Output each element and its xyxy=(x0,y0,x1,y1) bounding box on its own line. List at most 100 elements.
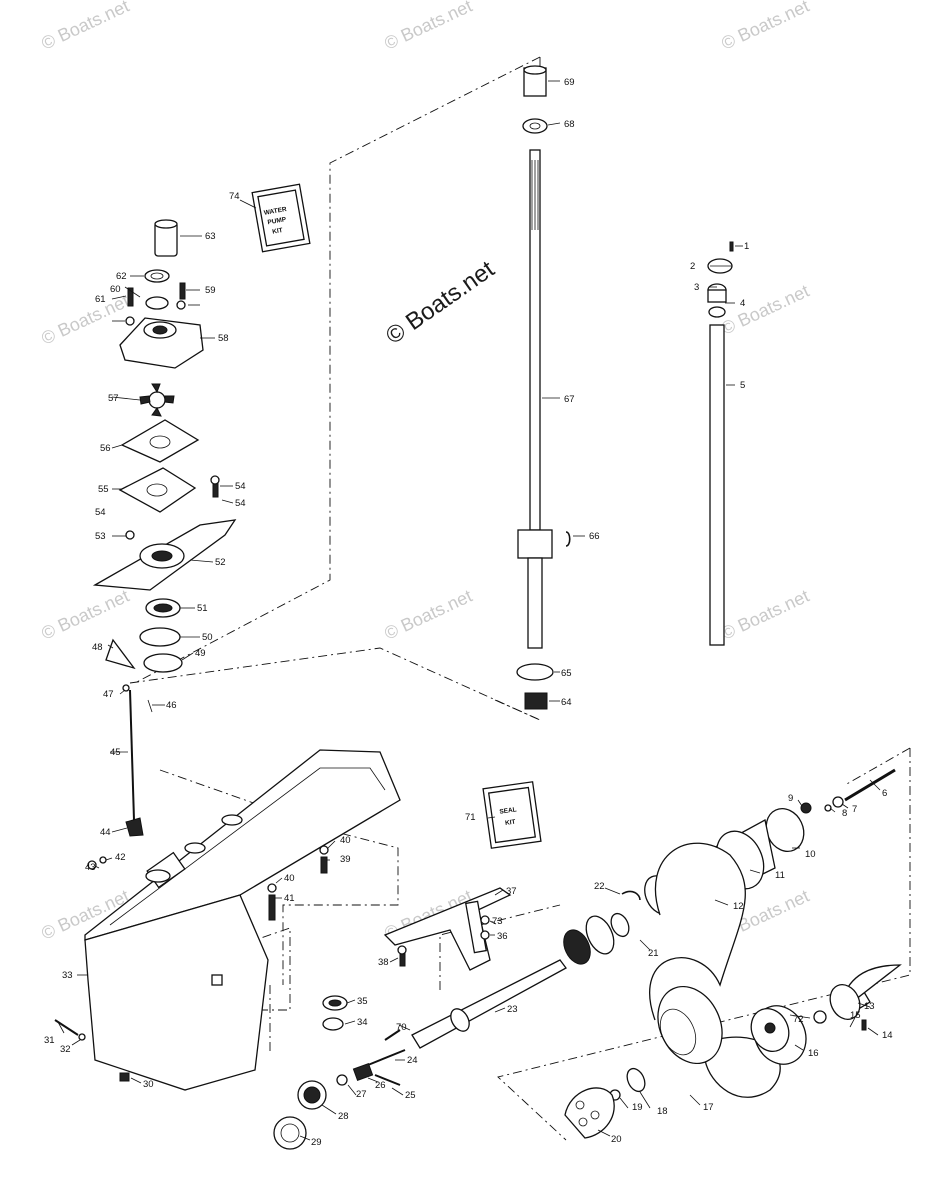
callout-number: 62 xyxy=(116,271,127,282)
kit-label: PUMP xyxy=(267,216,287,226)
callout-number: 27 xyxy=(356,1089,367,1100)
callout-number: 25 xyxy=(405,1090,416,1101)
callout-number: 37 xyxy=(506,886,517,897)
callout-number: 53 xyxy=(95,531,106,542)
callout-number: 58 xyxy=(218,333,229,344)
gear-housing xyxy=(54,749,401,1091)
callout-number: 16 xyxy=(808,1048,819,1059)
impeller xyxy=(139,383,175,417)
callout-number: 60 xyxy=(110,284,121,295)
watermark-center: © Boats.net xyxy=(381,255,500,349)
propeller xyxy=(649,842,781,1098)
callout-number: 33 xyxy=(62,970,73,981)
callout-number: 34 xyxy=(357,1017,368,1028)
callout-number: 29 xyxy=(311,1137,322,1148)
callout-number: 5 xyxy=(740,380,745,391)
callout-number: 7 xyxy=(852,804,857,815)
drive-shaft-parts xyxy=(516,65,571,710)
callout-number: 54 xyxy=(235,498,246,509)
callout-number: 73 xyxy=(492,916,503,927)
callout-number: 26 xyxy=(375,1080,386,1091)
callout-number: 71 xyxy=(465,812,476,823)
watermark: © Boats.net xyxy=(381,586,475,644)
callout-number: 46 xyxy=(166,700,177,711)
kit-label: KIT xyxy=(505,819,516,827)
callout-number: 64 xyxy=(561,697,572,708)
watermark: © Boats.net xyxy=(718,0,812,54)
watermark: © Boats.net xyxy=(718,586,812,644)
middle-parts xyxy=(267,845,567,1150)
callout-number: 21 xyxy=(648,948,659,959)
callout-number: 63 xyxy=(205,231,216,242)
seal-kit: SEAL KIT xyxy=(482,781,542,849)
callout-number: 1 xyxy=(744,241,749,252)
callout-number: 72 xyxy=(793,1014,804,1025)
callout-number: 65 xyxy=(561,668,572,679)
callout-number: 12 xyxy=(733,901,744,912)
callout-number: 51 xyxy=(197,603,208,614)
callout-number: 57 xyxy=(108,393,119,404)
callout-number: 3 xyxy=(694,282,699,293)
leader-lines xyxy=(57,80,881,1141)
callout-number: 17 xyxy=(703,1102,714,1113)
callout-number: 19 xyxy=(632,1102,643,1113)
propeller-parts xyxy=(563,768,902,1139)
callout-number: 8 xyxy=(842,808,847,819)
callout-number: 55 xyxy=(98,484,109,495)
water-pump-parts xyxy=(87,219,237,870)
callout-number: 15 xyxy=(850,1010,861,1021)
kit-label: SEAL xyxy=(499,806,517,815)
callout-number: 50 xyxy=(202,632,213,643)
callout-number: 47 xyxy=(103,689,114,700)
callout-number: 74 xyxy=(229,191,240,202)
callout-number: 31 xyxy=(44,1035,55,1046)
callout-number: 6 xyxy=(882,788,887,799)
callout-number: 48 xyxy=(92,642,103,653)
callout-number: 28 xyxy=(338,1111,349,1122)
callout-number: 2 xyxy=(690,261,695,272)
callout-labels: 1234567891011121314151617181920212223242… xyxy=(44,77,893,1148)
watermark: © Boats.net xyxy=(38,291,132,349)
callout-number: 66 xyxy=(589,531,600,542)
kit-label: KIT xyxy=(272,227,284,236)
water-pump-kit: WATER PUMP KIT xyxy=(251,183,311,253)
callout-number: 24 xyxy=(407,1055,418,1066)
callout-number: 14 xyxy=(882,1030,893,1041)
callout-number: 54 xyxy=(95,507,106,518)
callout-number: 10 xyxy=(805,849,816,860)
watermark: © Boats.net xyxy=(38,586,132,644)
callout-number: 36 xyxy=(497,931,508,942)
callout-number: 22 xyxy=(594,881,605,892)
callout-number: 35 xyxy=(357,996,368,1007)
callout-number: 40 xyxy=(284,873,295,884)
callout-number: 30 xyxy=(143,1079,154,1090)
callout-number: 13 xyxy=(864,1001,875,1012)
watermark: © Boats.net xyxy=(381,0,475,54)
callout-number: 9 xyxy=(788,793,793,804)
kit-label: WATER xyxy=(263,206,287,217)
callout-number: 23 xyxy=(507,1004,518,1015)
callout-number: 20 xyxy=(611,1134,622,1145)
watermark: © Boats.net xyxy=(38,0,132,54)
callout-number: 67 xyxy=(564,394,575,405)
callout-number: 49 xyxy=(195,648,206,659)
callout-number: 70 xyxy=(396,1022,407,1033)
callout-number: 54 xyxy=(235,481,246,492)
callout-number: 38 xyxy=(378,957,389,968)
callout-number: 39 xyxy=(340,854,351,865)
callout-number: 32 xyxy=(60,1044,71,1055)
callout-number: 59 xyxy=(205,285,216,296)
callout-number: 68 xyxy=(564,119,575,130)
callout-number: 44 xyxy=(100,827,111,838)
callout-number: 18 xyxy=(657,1106,668,1117)
callout-number: 41 xyxy=(284,893,295,904)
callout-number: 40 xyxy=(340,835,351,846)
callout-number: 11 xyxy=(775,870,785,881)
callout-number: 52 xyxy=(215,557,226,568)
callout-number: 56 xyxy=(100,443,111,454)
callout-number: 61 xyxy=(95,294,106,305)
shift-rod-parts xyxy=(707,241,734,646)
watermark: © Boats.net xyxy=(718,281,812,339)
callout-number: 42 xyxy=(115,852,126,863)
